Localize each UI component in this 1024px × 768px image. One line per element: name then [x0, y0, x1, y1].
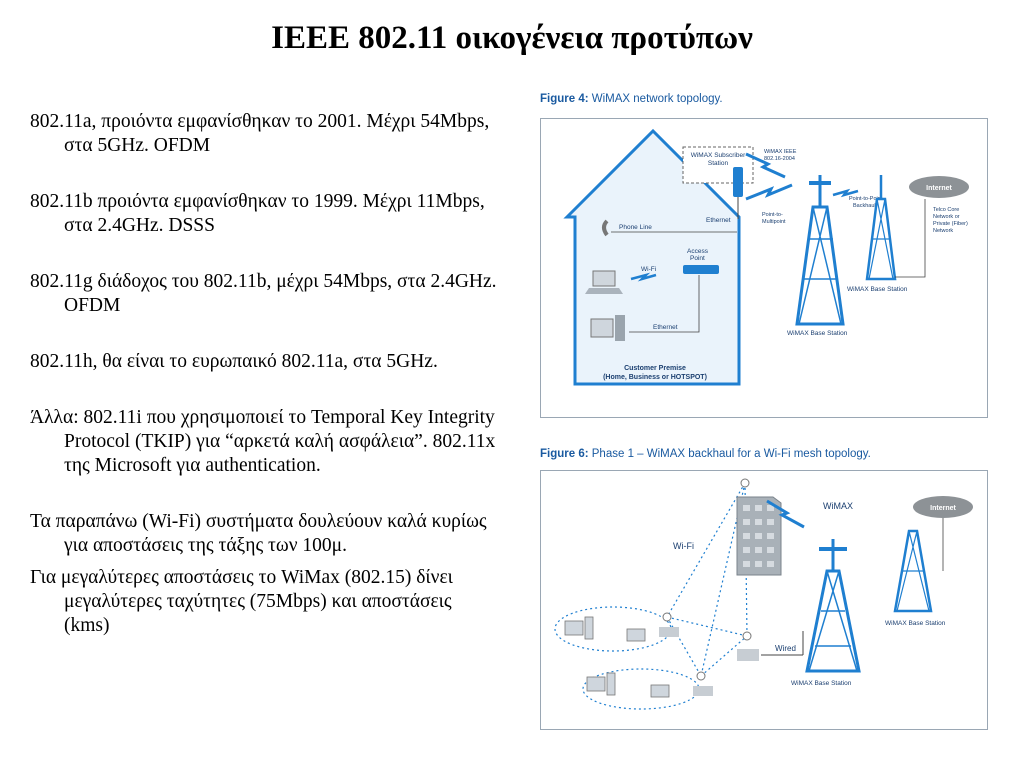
label-phone-line: Phone Line	[619, 224, 652, 231]
figure6-caption: Figure 6: Phase 1 – WiMAX backhaul for a…	[540, 448, 871, 460]
label-wimax: WiMAX	[823, 501, 853, 511]
label-telco-3: Private (Fiber)	[933, 221, 968, 227]
label-telco: Telco Core	[933, 207, 959, 213]
wifi-signal	[630, 272, 657, 282]
bullet-wifi-range: Τα παραπάνω (Wi-Fi) συστήματα δουλεύουν …	[30, 511, 487, 556]
mesh-internet-cloud-icon	[913, 496, 973, 518]
phone-icon	[602, 219, 609, 237]
bullet-802-11b: 802.11b προιόντα εμφανίσθηκαν το 1999. Μ…	[30, 191, 485, 236]
label-internet: Internet	[926, 185, 952, 192]
mesh-tower-2-truss	[896, 530, 930, 612]
figure6-svg: Wi-Fi Wired WiMAX	[554, 478, 973, 710]
label-telco-4: Network	[933, 228, 953, 234]
bullet-802-11g: 802.11g διάδοχος του 802.11b, μέχρι 54Mb…	[30, 271, 497, 316]
mesh-node-1-base	[659, 627, 679, 637]
fiber-line	[895, 199, 926, 278]
label-ethernet-bottom: Ethernet	[653, 324, 678, 331]
label-wifi: Wi-Fi	[641, 266, 656, 273]
label-ptp-2: Backhaul	[853, 203, 876, 209]
tower-2-truss	[868, 198, 894, 280]
desktop-tower	[615, 315, 625, 341]
laptop-icon	[592, 270, 616, 287]
label-ptmp-2: Multipoint	[762, 219, 786, 225]
figure6-caption-text: Phase 1 – WiMAX backhaul for a Wi-Fi mes…	[591, 448, 871, 460]
mesh-node-2-icon	[742, 631, 752, 641]
label-wimax-ieee: WiMAX IEEE	[764, 149, 797, 155]
label-mesh-base-station-1: WiMAX Base Station	[791, 680, 852, 687]
mesh-node-3-base	[693, 686, 713, 696]
label-telco-2: Network or	[933, 214, 960, 220]
label-wimax-ieee-2: 802.16-2004	[764, 156, 795, 162]
label-wifi-mesh: Wi-Fi	[673, 541, 694, 551]
bullet-802-11h: 802.11h, θα είναι το ευρωπαικό 802.11a, …	[30, 351, 438, 372]
label-base-station-2: WiMAX Base Station	[847, 286, 908, 293]
figure6-diagram: Wi-Fi Wired WiMAX	[540, 470, 988, 730]
bullet-other: Άλλα: 802.11i που χρησιμοποιεί το Tempor…	[30, 407, 496, 476]
label-access-point-2: Point	[690, 255, 705, 262]
figure4-caption: Figure 4: WiMAX network topology.	[540, 93, 723, 105]
mesh-tower-1-antenna	[819, 547, 847, 551]
wifi-mesh-links	[554, 482, 748, 710]
building-windows	[743, 505, 774, 567]
tower-1-icon	[795, 205, 845, 326]
rooftop-node-icon	[740, 478, 750, 488]
wimax-signal-2	[745, 183, 793, 201]
backhaul-signal	[832, 188, 859, 198]
figure4-caption-text: WiMAX network topology.	[591, 93, 723, 105]
label-ptp: Point-to-Point	[849, 196, 883, 202]
slide-title: IEEE 802.11 οικογένεια προτύπων	[271, 20, 753, 56]
mesh-tower-1-icon	[805, 569, 861, 673]
label-ptmp: Point-to-	[762, 212, 783, 218]
mesh-node-3-icon	[696, 671, 706, 681]
internet-cloud-icon	[909, 176, 969, 198]
label-subscriber-station-2: Station	[708, 160, 729, 167]
mesh-tower-1-truss	[808, 570, 858, 672]
tower-2-icon	[865, 197, 897, 281]
label-mesh-base-station-2: WiMAX Base Station	[885, 620, 946, 627]
tower-1-antenna	[809, 181, 831, 185]
bullet-wimax: Για μεγαλύτερες αποστάσεις το WiMax (802…	[30, 567, 453, 636]
mesh-node-1-icon	[662, 612, 672, 622]
label-access-point: Access	[687, 248, 709, 255]
label-subscriber-station: WiMAX Subscriber	[691, 152, 746, 159]
laptop-base	[585, 288, 623, 294]
mesh-node-2-base	[737, 649, 759, 661]
label-ethernet-top: Ethernet	[706, 217, 731, 224]
access-point-icon	[683, 265, 719, 274]
bullet-802-11a: 802.11a, προιόντα εμφανίσθηκαν το 2001. …	[30, 111, 490, 156]
mesh-computers	[564, 616, 670, 698]
wimax-signal-1	[745, 152, 786, 179]
figure4-caption-number: Figure 4:	[540, 93, 589, 105]
subscriber-unit-icon	[733, 167, 743, 197]
bullet-list: 802.11a, προιόντα εμφανίσθηκαν το 2001. …	[30, 110, 500, 638]
wimax-backhaul-signal	[766, 499, 805, 529]
desktop-icon	[590, 318, 614, 338]
label-wired: Wired	[775, 644, 796, 653]
figure6-caption-number: Figure 6:	[540, 448, 589, 460]
label-mesh-internet: Internet	[930, 505, 956, 512]
figure4-svg: WiMAX Subscriber Station Ethernet Phone …	[563, 128, 969, 386]
ethernet-bottom-line	[629, 275, 700, 333]
tower-1-truss	[798, 206, 842, 325]
mesh-tower-2-icon	[893, 529, 933, 613]
label-base-station-1: WiMAX Base Station	[787, 330, 848, 337]
label-customer-premise: Customer Premise	[624, 365, 686, 372]
figure4-diagram: WiMAX Subscriber Station Ethernet Phone …	[540, 118, 988, 418]
label-customer-premise-2: (Home, Business or HOTSPOT)	[603, 374, 707, 381]
